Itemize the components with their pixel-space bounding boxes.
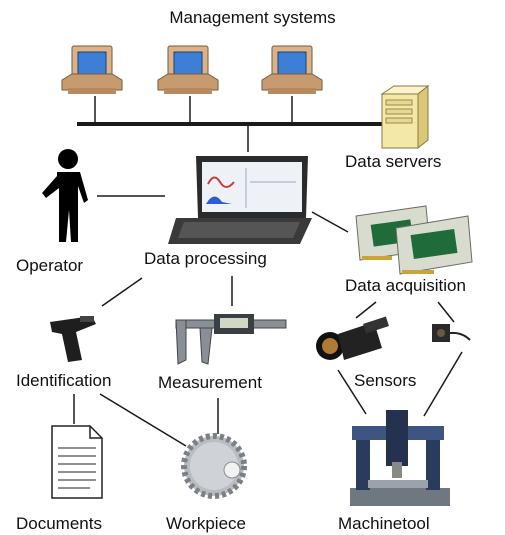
data-acquisition-label: Data acquisition [345, 276, 466, 295]
data-servers-label: Data servers [345, 152, 442, 171]
workpiece-label: Workpiece [166, 514, 246, 533]
measurement-label: Measurement [158, 373, 262, 392]
link-sensors-machine [337, 369, 367, 415]
server-icon [380, 84, 430, 150]
document-icon [51, 425, 103, 499]
gear-icon [181, 433, 247, 499]
connections [73, 96, 463, 447]
identification-label: Identification [16, 371, 112, 390]
link-laptop-daq [311, 211, 349, 233]
operator-icon [42, 149, 88, 242]
documents-label: Documents [16, 514, 102, 533]
link-processing-identification [101, 277, 143, 307]
link-daq-camera [355, 301, 377, 319]
computer-icon [157, 45, 219, 94]
computer-icon [61, 45, 123, 94]
machinetool-label: Machinetool [338, 514, 430, 533]
machine-tool-icon [350, 410, 450, 506]
computer-icon [261, 45, 323, 94]
barcode-scanner-icon [50, 316, 96, 362]
management-systems-label: Management systems [169, 8, 336, 27]
operator-label: Operator [16, 256, 84, 275]
data-processing-label: Data processing [144, 249, 267, 268]
probe-sensor-icon [432, 324, 471, 342]
caliper-icon [175, 314, 287, 365]
sensors-label: Sensors [354, 371, 417, 390]
daq-card-icon [355, 205, 473, 275]
link-identification-workpiece [99, 393, 187, 447]
link-daq-probe [437, 301, 455, 323]
camera-sensor-icon [316, 316, 389, 360]
link-probe-machine [423, 351, 463, 417]
laptop-icon [168, 156, 312, 244]
